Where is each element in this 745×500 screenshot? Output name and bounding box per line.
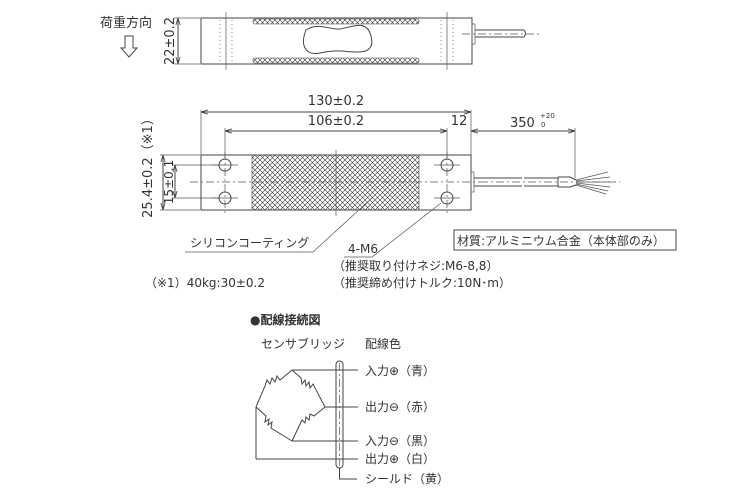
- height-dim: 22±0.2: [163, 17, 178, 65]
- width-dim: 25.4±0.2（※1）: [141, 112, 156, 218]
- wire-label: シールド（黄）: [365, 472, 449, 486]
- cable-side: [475, 29, 526, 38]
- wire-label: 入力⊕（青）: [365, 364, 435, 378]
- hole-spacing-dim: 15±0.1: [162, 160, 176, 204]
- silicone-coating-area: [251, 154, 420, 211]
- thread-leader: [344, 202, 442, 258]
- cable-tol-upper: +20: [540, 112, 555, 120]
- torque-note: （推奨締め付けトルク:10N･m）: [333, 275, 511, 290]
- cable-tol-lower: 0: [541, 121, 545, 129]
- load-direction-label: 荷重方向: [100, 15, 152, 31]
- side-view: 荷重方向 22±0.2: [100, 12, 540, 70]
- material-note: 材質:アルミニウム合金（本体部のみ）: [457, 233, 665, 248]
- wire-label: 出力⊖（赤）: [365, 400, 435, 414]
- coating-leader: [185, 197, 373, 253]
- wiring-title: ●配線接続図: [250, 312, 320, 327]
- wire-label: 出力⊕（白）: [365, 451, 435, 466]
- plan-view: 130±0.2 106±0.2 12 350 +20 0 25.4±0.2（※1…: [141, 94, 677, 290]
- end-dim: 12: [451, 114, 468, 129]
- wiring-diagram: ●配線接続図 センサブリッジ 配線色 入力⊕（青） 出力⊖（赤） 入力⊖（黒） …: [250, 312, 449, 486]
- material-box: [453, 229, 677, 251]
- length-dim: 130±0.2: [308, 94, 364, 109]
- body-side: [200, 17, 473, 65]
- wire-label: 入力⊖（黒）: [365, 434, 435, 448]
- down-arrow-icon: [119, 35, 139, 58]
- bridge-label: センサブリッジ: [261, 336, 345, 351]
- bridge-circuit: [255, 360, 358, 480]
- coating-label: シリコンコーティング: [190, 236, 309, 250]
- mounting-holes: [212, 152, 460, 214]
- cable-dim: 350: [510, 116, 535, 131]
- footnote: （※1）40kg:30±0.2: [145, 276, 265, 290]
- screw-note: （推奨取り付けネジ:M6-8,8）: [333, 259, 498, 273]
- hole-pitch-dim: 106±0.2: [308, 114, 364, 129]
- cable-plan: [470, 171, 620, 195]
- bending-hole: [303, 24, 373, 54]
- color-header: 配線色: [365, 336, 401, 351]
- thread-label: 4-M6: [348, 242, 378, 256]
